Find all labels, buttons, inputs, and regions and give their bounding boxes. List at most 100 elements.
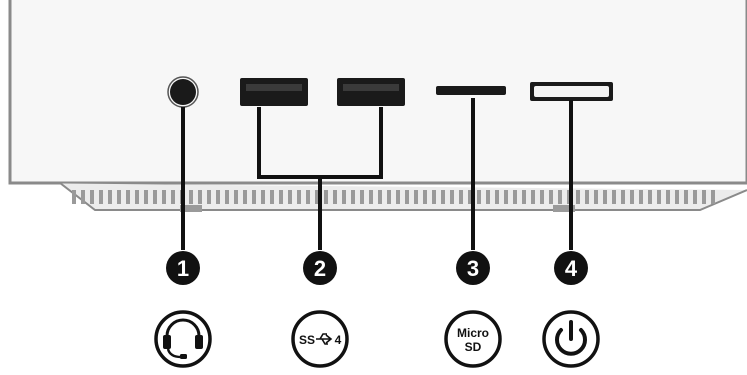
vent-slot: [423, 190, 427, 204]
vent-slot: [351, 190, 355, 204]
vent-slot: [549, 190, 553, 204]
vent-slot: [504, 190, 508, 204]
microsd-icon: Micro SD: [444, 310, 502, 368]
vent-slot: [513, 190, 517, 204]
vent-slot: [612, 190, 616, 204]
vent-slot: [333, 190, 337, 204]
vent-slot: [198, 190, 202, 204]
callout-badge-4: [554, 251, 588, 285]
vent-slot: [216, 190, 220, 204]
vent-slot: [495, 190, 499, 204]
vent-slot: [459, 190, 463, 204]
vent-slot: [126, 190, 130, 204]
vent-slot: [243, 190, 247, 204]
vent-slot: [477, 190, 481, 204]
callout-number-1: 1: [177, 256, 189, 281]
vent-slot: [396, 190, 400, 204]
vent-slots: [72, 190, 715, 204]
microsd-slot: [436, 86, 506, 95]
vent-slot: [162, 190, 166, 204]
vent-slot: [207, 190, 211, 204]
vent-slot: [324, 190, 328, 204]
vent-slot: [117, 190, 121, 204]
usb-port-1: [240, 78, 308, 106]
vent-slot: [288, 190, 292, 204]
vent-slot: [558, 190, 562, 204]
vent-slot: [306, 190, 310, 204]
callout-number-3: 3: [467, 256, 479, 281]
vent-slot: [153, 190, 157, 204]
vent-slot: [450, 190, 454, 204]
callout-badge-3: [456, 251, 490, 285]
microsd-icon-line2: SD: [465, 340, 482, 354]
vent-slot: [144, 190, 148, 204]
vent-slot: [279, 190, 283, 204]
usb-port-2-tongue: [343, 84, 399, 91]
callout-badge-2: [303, 251, 337, 285]
vent-slot: [369, 190, 373, 204]
vent-slot: [522, 190, 526, 204]
vent-foot-left: [180, 205, 202, 212]
callout-number-4: 4: [565, 256, 578, 281]
vent-slot: [108, 190, 112, 204]
vent-slot: [99, 190, 103, 204]
callout-number-2: 2: [314, 256, 326, 281]
usb-icon-suffix: 4: [335, 333, 342, 347]
vent-slot: [72, 190, 76, 204]
vent-slot: [648, 190, 652, 204]
vent-slot: [585, 190, 589, 204]
vent-slot: [693, 190, 697, 204]
vent-slot: [675, 190, 679, 204]
vent-slot: [360, 190, 364, 204]
vent-slot: [342, 190, 346, 204]
vent-slot: [315, 190, 319, 204]
vent-slot: [441, 190, 445, 204]
ports: [167, 76, 613, 108]
vent-slot: [702, 190, 706, 204]
vent-slot: [666, 190, 670, 204]
callout-2: 2: [303, 251, 337, 285]
usb-port-1-tongue: [246, 84, 302, 91]
vent-slot: [171, 190, 175, 204]
vent-slot: [603, 190, 607, 204]
audio-jack-port: [170, 79, 196, 105]
vent-slot: [594, 190, 598, 204]
vent-slot: [432, 190, 436, 204]
vent-slot: [630, 190, 634, 204]
vent-slot: [639, 190, 643, 204]
usb-port-2: [337, 78, 405, 106]
power-button-face: [534, 86, 609, 97]
vent-slot: [657, 190, 661, 204]
vent-slot: [711, 190, 715, 204]
vent-slot: [414, 190, 418, 204]
callout-badge-1: [166, 251, 200, 285]
callout-3: 3: [456, 251, 490, 285]
microsd-icon-line1: Micro: [457, 326, 489, 340]
leader-lines: [181, 98, 573, 250]
vent-slot: [486, 190, 490, 204]
vent-slot: [225, 190, 229, 204]
vent-foot-right: [553, 205, 575, 212]
vent-slot: [540, 190, 544, 204]
headset-icon: [154, 310, 212, 368]
vent-slot: [252, 190, 256, 204]
vent-slot: [135, 190, 139, 204]
vent-slot: [531, 190, 535, 204]
vent-slot: [90, 190, 94, 204]
callout-4: 4: [554, 251, 588, 285]
callout-1: 1: [166, 251, 200, 285]
power-icon: [542, 310, 600, 368]
vent-slot: [387, 190, 391, 204]
vent-slot: [684, 190, 688, 204]
vent-slot: [189, 190, 193, 204]
vent-slot: [621, 190, 625, 204]
vent-slot: [270, 190, 274, 204]
vent-slot: [576, 190, 580, 204]
vent-slot: [297, 190, 301, 204]
vent-slot: [261, 190, 265, 204]
usb-icon-ss-text: SS: [299, 333, 315, 347]
vent-slot: [378, 190, 382, 204]
vent-slot: [234, 190, 238, 204]
vent-slot: [81, 190, 85, 204]
